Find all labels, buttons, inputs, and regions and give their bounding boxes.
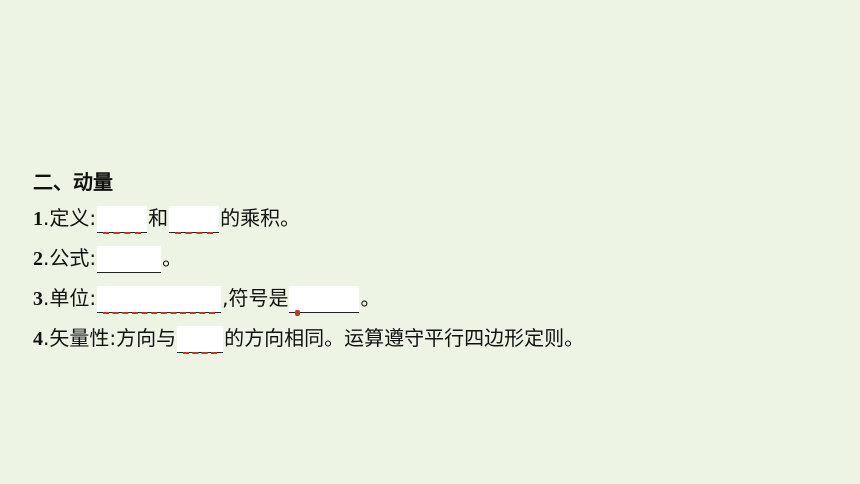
answer-blank-2[interactable] xyxy=(169,206,220,234)
item-number: 2 xyxy=(33,248,43,270)
item-text: 。 xyxy=(162,246,183,270)
answer-blank-3[interactable] xyxy=(97,246,162,273)
item-number: 3 xyxy=(33,288,43,310)
item-label: .矢量性:方向与 xyxy=(43,326,177,350)
item-label: .定义: xyxy=(43,206,97,230)
item-vector: 4.矢量性:方向与 的方向相同。运算遵守平行四边形定则。 xyxy=(33,318,833,358)
answer-blank-1[interactable] xyxy=(97,206,148,234)
item-text: 。 xyxy=(360,286,381,310)
item-formula: 2.公式: 。 xyxy=(33,238,833,278)
red-underline-mark xyxy=(103,230,142,234)
red-dot-mark xyxy=(295,310,301,316)
answer-blank-6[interactable] xyxy=(177,326,224,354)
item-label: .单位: xyxy=(43,286,97,310)
item-text: 和 xyxy=(148,206,169,230)
item-text: 的乘积。 xyxy=(220,206,301,230)
red-underline-mark xyxy=(175,230,214,234)
item-definition: 1.定义: 和 的乘积。 xyxy=(33,198,833,238)
answer-blank-4[interactable] xyxy=(97,286,222,314)
item-number: 4 xyxy=(33,328,43,350)
answer-blank-5[interactable] xyxy=(289,286,360,316)
red-underline-mark xyxy=(103,310,216,314)
section-heading: 二、动量 xyxy=(33,170,113,194)
red-underline-mark xyxy=(183,350,218,354)
item-unit: 3.单位: ,符号是 。 xyxy=(33,278,833,318)
item-number: 1 xyxy=(33,208,43,230)
content-block: 二、动量 1.定义: 和 的乘积。 2.公式: 。 3.单位: ,符号是 。 4.矢量性:… xyxy=(33,166,833,358)
item-text: 的方向相同。运算遵守平行四边形定则。 xyxy=(224,326,585,350)
item-label: .公式: xyxy=(43,246,97,270)
item-text: ,符号是 xyxy=(222,286,289,310)
